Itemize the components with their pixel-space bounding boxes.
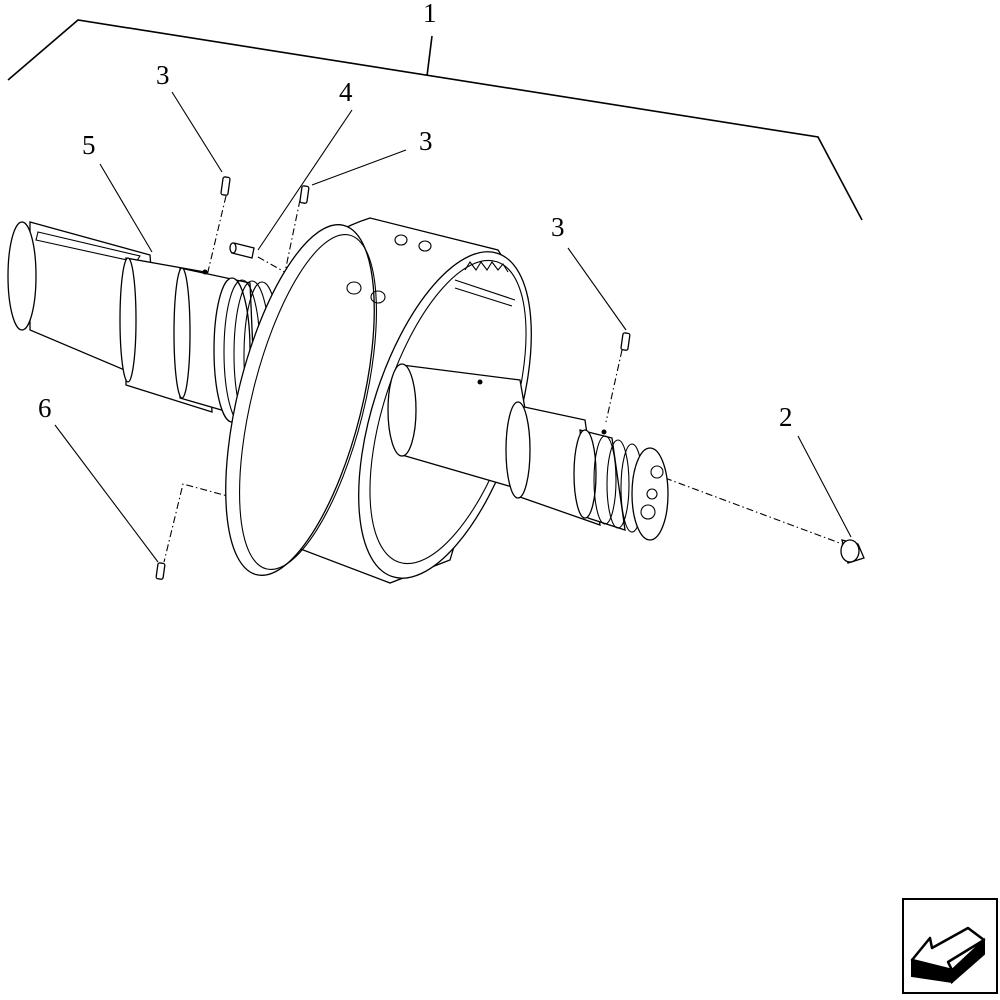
arrow-back-icon (902, 898, 998, 994)
callout-3-left: 3 (156, 60, 170, 90)
callout-1: 1 (423, 0, 437, 28)
callout-4: 4 (339, 77, 353, 107)
ring-gear-housing (225, 217, 532, 584)
pin-lower (155, 562, 166, 580)
output-shaft (387, 363, 669, 541)
shaft (7, 221, 281, 431)
assembly-bracket (7, 19, 863, 221)
callout-2: 2 (779, 402, 793, 432)
leader-lines (54, 91, 852, 563)
dowel-pin (229, 242, 255, 259)
roll-pin-left (220, 176, 231, 196)
roll-pin-middle (299, 185, 310, 204)
callout-3-middle: 3 (419, 126, 433, 156)
roll-pin-right (620, 332, 631, 351)
callout-3-right: 3 (551, 212, 565, 242)
callout-5: 5 (82, 130, 96, 160)
back-navigation-button[interactable] (902, 898, 998, 994)
plug (840, 539, 865, 564)
callout-6: 6 (38, 393, 52, 423)
